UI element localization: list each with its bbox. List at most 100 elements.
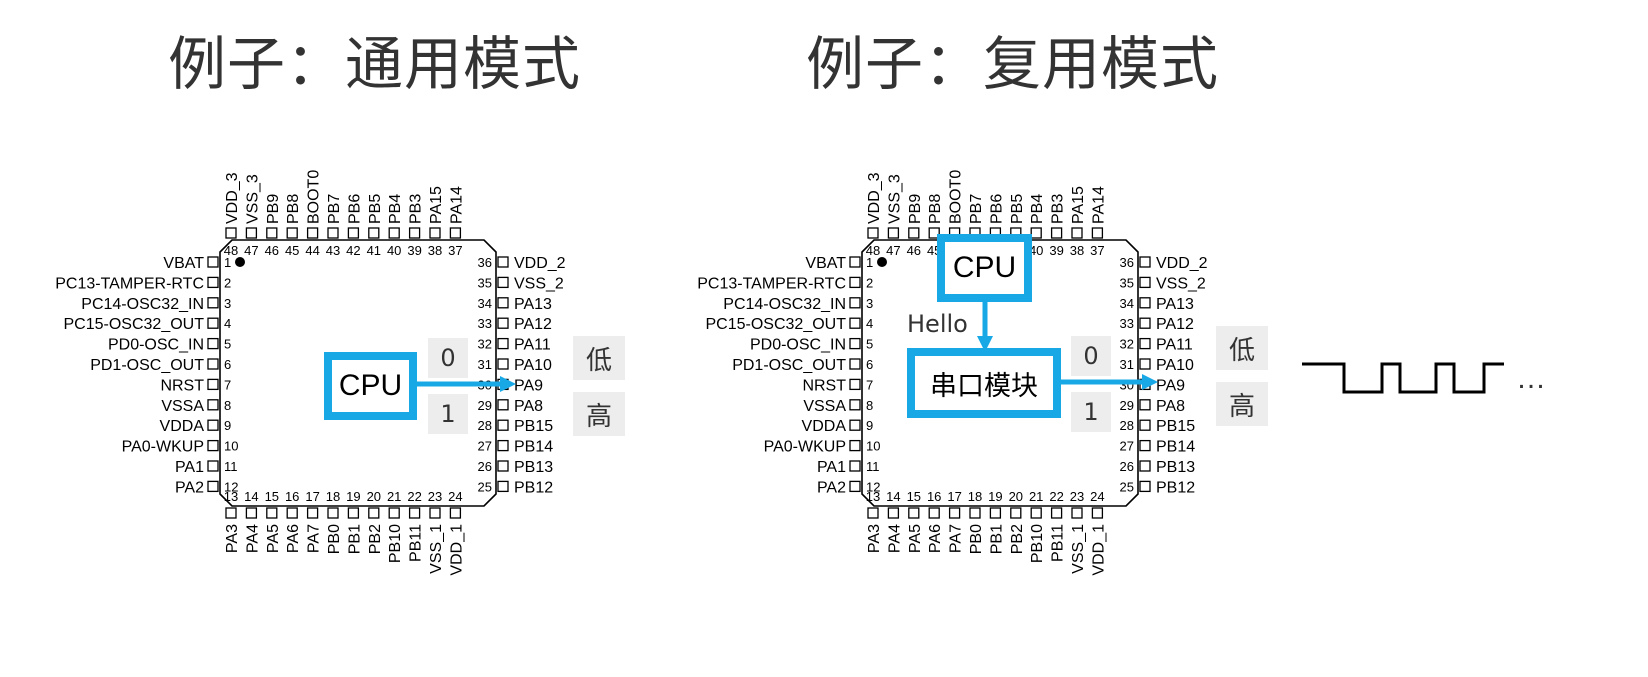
right-pin-pad-right — [1139, 337, 1151, 350]
bottom-pin-pad-right — [948, 507, 961, 519]
top-pin-label-right: VSS_3 — [886, 174, 903, 224]
bottom-pin-number-right: 18 — [968, 489, 982, 504]
right-pin-pad-right — [1139, 317, 1151, 329]
right-pin-label-left: PB13 — [514, 459, 553, 476]
bottom-pin-pad-left — [327, 507, 339, 519]
bottom-pin-pad-left — [245, 507, 258, 519]
left-pin-number-right: 7 — [866, 377, 873, 392]
bottom-pin-label-left: PA5 — [265, 524, 282, 553]
left-pin-pad-left — [207, 358, 219, 370]
left-pin-label-right: VBAT — [805, 255, 846, 272]
left-pin-label-left: VBAT — [163, 255, 204, 272]
bottom-pin-number-right: 22 — [1049, 489, 1063, 504]
state-zero-right: 0 — [1071, 336, 1111, 376]
right-pin-label-left: VDD_2 — [514, 255, 566, 272]
left-pin-label-left: PA0-WKUP — [122, 439, 204, 456]
left-pin-label-right: PA1 — [817, 459, 846, 476]
level-high-right: 高 — [1216, 382, 1268, 426]
top-pin-label-left: BOOT0 — [306, 170, 323, 224]
right-pin-number-right: 34 — [1120, 296, 1134, 311]
right-pin-number-left: 29 — [478, 398, 492, 413]
top-pin-number-right: 47 — [886, 243, 900, 258]
bottom-pin-pad-right — [1010, 507, 1022, 519]
left-pin-pad-right — [849, 439, 861, 452]
left-pin-label-right: NRST — [802, 377, 846, 394]
title-alternate-mode: 例子：复用模式 — [806, 30, 1220, 98]
right-pin-label-left: PA9 — [514, 377, 543, 394]
square-wave-signal — [1302, 362, 1504, 394]
top-pin-pad-left — [429, 227, 441, 239]
right-pin-pad-left — [497, 337, 509, 350]
bottom-pin-label-left: PA6 — [285, 524, 302, 553]
left-pin-number-left: 9 — [224, 418, 231, 433]
right-pin-number-left: 27 — [478, 439, 492, 454]
left-pin-label-left: PA1 — [175, 459, 204, 476]
bottom-pin-label-left: PB0 — [326, 524, 343, 554]
top-pin-number-left: 38 — [428, 243, 442, 258]
right-pin-pad-right — [1139, 297, 1151, 309]
cpu-box-left: CPU — [324, 352, 417, 420]
bottom-pin-pad-right — [989, 507, 1002, 519]
bottom-pin-pad-right — [928, 507, 940, 519]
top-pin-number-right: 38 — [1070, 243, 1084, 258]
bottom-pin-label-left: PA4 — [244, 524, 261, 553]
top-pin-pad-left — [408, 227, 421, 239]
bottom-pin-pad-left — [368, 507, 380, 519]
top-pin-pad-right — [887, 227, 900, 239]
bottom-pin-pad-left — [388, 507, 400, 519]
bottom-pin-label-left: PB1 — [346, 524, 363, 554]
bottom-pin-pad-right — [908, 507, 920, 519]
left-pin-number-left: 10 — [224, 439, 238, 454]
bottom-pin-number-right: 15 — [907, 489, 921, 504]
bottom-pin-number-right: 23 — [1070, 489, 1084, 504]
left-pin-pad-right — [849, 399, 861, 411]
bottom-pin-number-right: 20 — [1009, 489, 1023, 504]
left-pin-number-right: 3 — [866, 296, 873, 311]
left-pin-label-right: VSSA — [803, 398, 846, 415]
left-pin-label-right: PC13-TAMPER-RTC — [697, 275, 846, 292]
right-pin-pad-left — [497, 419, 509, 431]
state-one-left: 1 — [428, 394, 468, 434]
top-pin-label-right: PB6 — [988, 194, 1005, 224]
top-pin-label-right: VDD_3 — [866, 172, 883, 224]
level-low-right: 低 — [1216, 326, 1268, 370]
bottom-pin-number-left: 22 — [407, 489, 421, 504]
right-pin-pad-right — [1139, 439, 1151, 452]
right-pin-number-right: 32 — [1120, 337, 1134, 352]
right-pin-label-right: PB15 — [1156, 418, 1195, 435]
right-pin-pad-left — [497, 480, 509, 493]
right-pin-label-right: PB12 — [1156, 479, 1195, 496]
bottom-pin-pad-right — [1071, 507, 1083, 519]
top-pin-label-left: VSS_3 — [244, 174, 261, 224]
bottom-pin-pad-left — [225, 507, 237, 519]
right-pin-pad-left — [497, 297, 509, 309]
right-pin-label-right: PA9 — [1156, 377, 1185, 394]
bottom-pin-number-left: 13 — [224, 489, 238, 504]
top-pin-label-left: PA15 — [428, 186, 445, 224]
top-pin-number-left: 44 — [305, 243, 319, 258]
bottom-pin-number-left: 18 — [326, 489, 340, 504]
left-pin-pad-left — [207, 480, 219, 493]
bottom-pin-number-left: 15 — [265, 489, 279, 504]
right-pin-number-right: 31 — [1120, 357, 1134, 372]
left-pin-pad-left — [207, 378, 219, 391]
top-pin-number-right: 39 — [1049, 243, 1063, 258]
top-pin-pad-left — [225, 227, 237, 239]
right-pin-number-left: 33 — [478, 316, 492, 331]
bottom-pin-label-right: PB1 — [988, 524, 1005, 554]
top-pin-label-left: PA14 — [448, 186, 465, 224]
top-pin-pad-right — [867, 227, 879, 239]
level-high-left: 高 — [573, 392, 625, 436]
bottom-pin-label-right: PB0 — [968, 524, 985, 554]
left-pin-label-left: PC13-TAMPER-RTC — [55, 275, 204, 292]
bottom-pin-number-right: 13 — [866, 489, 880, 504]
bottom-pin-pad-right — [867, 507, 879, 519]
bottom-pin-label-right: VSS_1 — [1070, 524, 1087, 574]
bottom-pin-label-left: VSS_1 — [428, 524, 445, 574]
bottom-pin-label-right: VDD_1 — [1090, 524, 1107, 576]
bottom-pin-label-left: PB10 — [387, 524, 404, 563]
left-pin-label-right: PC14-OSC32_IN — [723, 296, 846, 313]
top-pin-label-left: PB4 — [387, 194, 404, 224]
right-pin-label-left: PA12 — [514, 316, 552, 333]
bottom-pin-pad-right — [969, 507, 981, 519]
